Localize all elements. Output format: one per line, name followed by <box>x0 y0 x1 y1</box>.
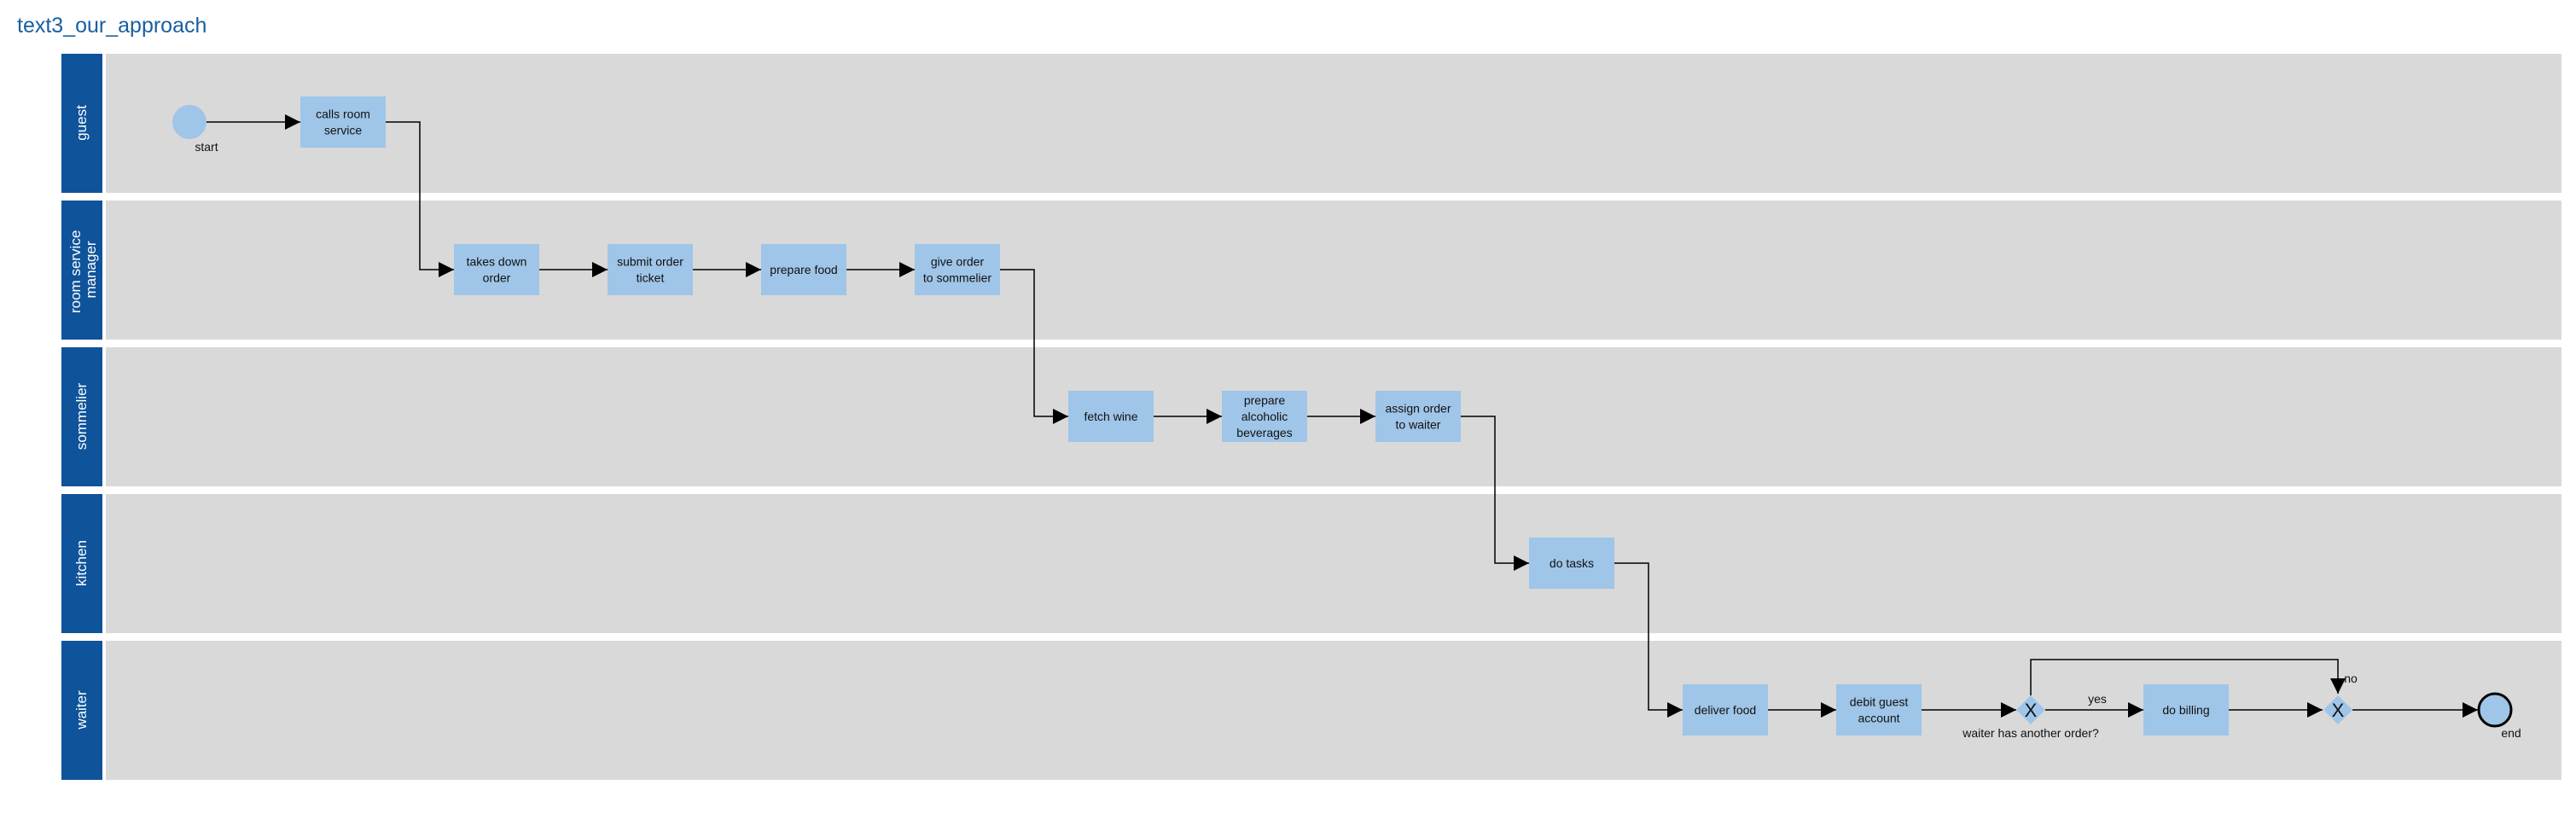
end-event <box>2477 692 2513 728</box>
lane-sommelier-label: sommelier <box>73 382 90 450</box>
lane-guest-body <box>106 54 2561 193</box>
flow-assign-order-to-do-tasks <box>1461 416 1529 571</box>
task-do-billing-label-line-1: do billing <box>2162 703 2209 717</box>
lane-room-service-manager-label-line-2: manager <box>83 241 99 298</box>
flow-do-tasks-to-deliver-food <box>1614 562 1683 718</box>
task-prepare-alcoholic-beverages-box <box>1222 391 1307 442</box>
task-debit-guest-account-label-line-1: debit guest <box>1850 695 1909 709</box>
task-takes-down-order-label-line-2: order <box>483 271 511 285</box>
lane-kitchen-label: kitchen <box>73 540 90 586</box>
task-submit-order-ticket: submit order ticket <box>608 244 693 295</box>
task-calls-room-service-label-line-1: calls room <box>316 108 370 121</box>
task-do-tasks: do tasks <box>1529 538 1614 589</box>
lane-guest: guest <box>61 54 2561 193</box>
task-prepare-alcoholic-beverages-label-line-3: beverages <box>1236 426 1292 439</box>
lane-kitchen-header <box>61 494 102 633</box>
task-prepare-alcoholic-beverages: prepare alcoholic beverages <box>1222 391 1307 442</box>
task-calls-room-service-label-line-2: service <box>324 124 363 137</box>
tasks: calls room service takes down order submit o… <box>300 96 2229 736</box>
sequence-flows <box>205 114 2478 718</box>
start-event <box>172 105 206 139</box>
task-takes-down-order-label-line-1: takes down <box>467 255 527 269</box>
task-deliver-food: deliver food <box>1683 684 1768 736</box>
flow-gateway-no-to-merge <box>2030 659 2346 695</box>
gateway-merge-symbol: X <box>2332 700 2345 721</box>
task-do-billing: do billing <box>2143 684 2229 736</box>
task-debit-guest-account-label-line-2: account <box>1858 712 1899 725</box>
task-assign-order-to-waiter: assign order to waiter <box>1375 391 1461 442</box>
task-give-order-to-sommelier-box <box>915 244 1000 295</box>
lane-kitchen-body <box>106 494 2561 633</box>
flow-give-order-to-fetch-wine <box>1000 269 1068 424</box>
lane-room-service-manager-header <box>61 201 102 340</box>
lane-guest-header <box>61 54 102 193</box>
task-assign-order-to-waiter-box <box>1375 391 1461 442</box>
task-takes-down-order: takes down order <box>454 244 539 295</box>
lane-waiter-header <box>61 641 102 780</box>
task-fetch-wine-box <box>1068 391 1154 442</box>
task-takes-down-order-box <box>454 244 539 295</box>
end-event-label: end <box>2501 726 2521 740</box>
task-debit-guest-account: debit guest account <box>1836 684 1922 736</box>
flow-label-no: no <box>2344 672 2358 685</box>
task-do-tasks-box <box>1529 538 1614 589</box>
events: start end <box>172 105 2521 740</box>
task-give-order-to-sommelier-label-line-2: to sommelier <box>923 271 991 285</box>
task-debit-guest-account-box <box>1836 684 1922 736</box>
task-give-order-to-sommelier-label-line-1: give order <box>931 255 985 269</box>
task-calls-room-service-box <box>300 96 386 148</box>
flow-label-yes: yes <box>2088 692 2107 706</box>
gateway-split-label: waiter has another order? <box>1962 726 2099 740</box>
task-fetch-wine: fetch wine <box>1068 391 1154 442</box>
lane-sommelier-header <box>61 347 102 486</box>
task-calls-room-service: calls room service <box>300 96 386 148</box>
lane-room-service-manager-label: room service manager <box>67 226 99 313</box>
task-assign-order-to-waiter-label-line-2: to waiter <box>1396 418 1441 432</box>
task-prepare-food-box <box>761 244 846 295</box>
lane-guest-label: guest <box>73 105 90 141</box>
task-do-tasks-label-line-1: do tasks <box>1550 556 1594 570</box>
lane-waiter-label: waiter <box>73 690 90 730</box>
task-prepare-alcoholic-beverages-label-line-2: alcoholic <box>1241 410 1288 423</box>
gateway-merge <box>2323 695 2352 724</box>
task-submit-order-ticket-label-line-1: submit order <box>617 255 683 269</box>
gateway-split-symbol: X <box>2025 700 2038 721</box>
task-assign-order-to-waiter-label-line-1: assign order <box>1385 402 1451 416</box>
task-prepare-food: prepare food <box>761 244 846 295</box>
gateways: X waiter has another order? X yes no <box>1962 672 2358 740</box>
task-deliver-food-label-line-1: deliver food <box>1695 703 1756 717</box>
lane-kitchen: kitchen <box>61 494 2561 633</box>
task-give-order-to-sommelier: give order to sommelier <box>915 244 1000 295</box>
task-submit-order-ticket-label-line-2: ticket <box>637 271 665 285</box>
task-prepare-alcoholic-beverages-label-line-1: prepare <box>1244 393 1285 407</box>
task-prepare-food-label-line-1: prepare food <box>770 263 837 276</box>
task-deliver-food-box <box>1683 684 1768 736</box>
task-fetch-wine-label-line-1: fetch wine <box>1084 410 1137 423</box>
flow-calls-room-service-to-takes-down-order <box>386 121 454 277</box>
diagram-title: text3_our_approach <box>17 14 207 38</box>
task-do-billing-box <box>2143 684 2229 736</box>
gateway-split <box>2016 695 2045 724</box>
lane-room-service-manager: room service manager <box>61 201 2561 340</box>
start-event-label: start <box>195 140 218 154</box>
task-submit-order-ticket-box <box>608 244 693 295</box>
lane-room-service-manager-label-line-1: room service <box>67 230 84 313</box>
